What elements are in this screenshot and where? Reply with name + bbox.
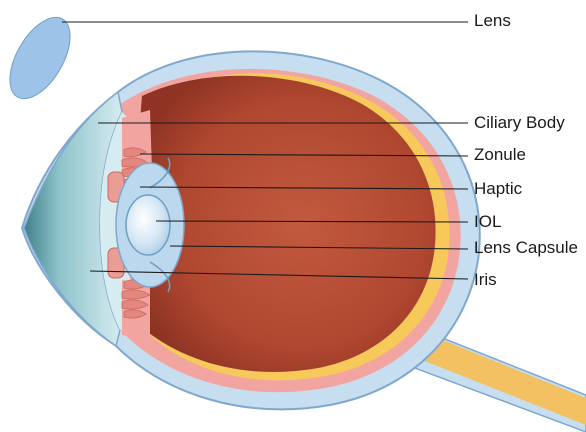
label-haptic: Haptic bbox=[474, 179, 522, 199]
label-iol: IOL bbox=[474, 212, 501, 232]
label-zonule: Zonule bbox=[474, 145, 526, 165]
lens-illustration bbox=[0, 8, 82, 109]
label-ciliary-body: Ciliary Body bbox=[474, 113, 565, 133]
label-lens-capsule: Lens Capsule bbox=[474, 238, 578, 258]
label-lens: Lens bbox=[474, 11, 511, 31]
label-iris: Iris bbox=[474, 270, 497, 290]
iol bbox=[126, 195, 170, 255]
